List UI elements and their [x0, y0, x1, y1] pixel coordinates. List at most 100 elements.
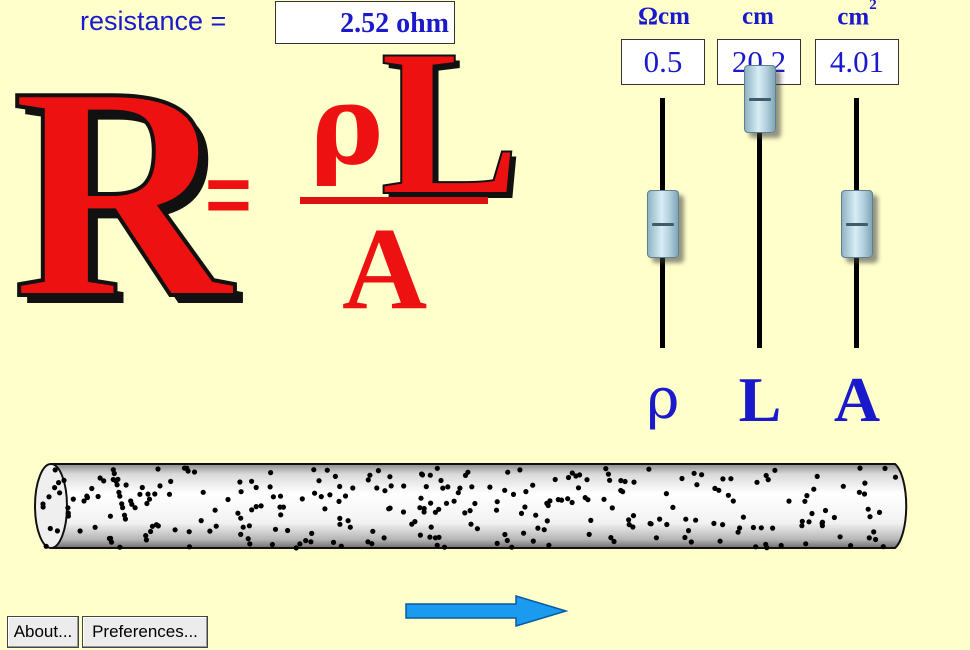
electron-dot	[691, 470, 697, 476]
electron-dot	[653, 535, 660, 541]
electron-dot	[469, 484, 475, 490]
electron-dot	[876, 509, 883, 515]
electron-dot	[92, 524, 98, 530]
electron-dot	[146, 496, 153, 502]
electron-dot	[95, 493, 101, 500]
resistance-value: 2.52 ohm	[275, 1, 455, 44]
slider-area-unit-text: cm	[837, 3, 870, 31]
electron-dot	[212, 507, 218, 513]
electron-dot	[445, 484, 451, 490]
electron-dot	[434, 465, 440, 471]
electron-dot	[455, 490, 461, 496]
electron-dot	[533, 512, 539, 518]
electron-dot	[246, 523, 252, 529]
electron-dot	[238, 515, 244, 521]
electron-dot	[117, 544, 123, 550]
electron-dot	[225, 496, 231, 503]
electron-dot	[737, 525, 743, 531]
electron-dot	[758, 525, 764, 531]
electron-dot	[487, 484, 493, 490]
electron-dot	[822, 507, 829, 514]
electron-dot	[70, 496, 76, 502]
electron-dot	[607, 477, 613, 483]
electron-dot	[322, 506, 328, 512]
electron-dot	[240, 524, 246, 530]
electron-dot	[387, 505, 393, 511]
electron-dot	[81, 498, 87, 504]
electron-dot	[814, 473, 820, 479]
electron-dot	[711, 520, 717, 526]
electron-dot	[763, 541, 769, 547]
electron-dot	[740, 514, 747, 520]
electron-dot	[518, 510, 525, 516]
electron-dot	[871, 529, 877, 535]
electron-dot	[510, 491, 517, 497]
electron-dot	[646, 466, 652, 472]
electron-dot	[699, 472, 705, 478]
formula-equals: =	[205, 150, 252, 239]
electron-dot	[626, 522, 632, 528]
electron-dot	[367, 472, 373, 478]
slider-rho-value: 0.5	[621, 39, 705, 85]
electron-dot	[303, 538, 309, 544]
electron-dot	[530, 482, 536, 488]
electron-dot	[618, 478, 624, 484]
electron-dot	[873, 536, 879, 543]
electron-dot	[663, 491, 670, 497]
electron-dot	[370, 528, 376, 534]
electron-dot	[191, 469, 198, 475]
electron-dot	[332, 473, 338, 479]
electron-dot	[882, 465, 888, 471]
electron-dot	[754, 479, 760, 485]
electron-dot	[308, 539, 314, 545]
electron-dot	[770, 525, 776, 531]
preferences-button[interactable]: Preferences...	[82, 616, 208, 648]
electron-dot	[278, 512, 284, 518]
slider-area-thumb[interactable]	[841, 190, 873, 258]
electron-dot	[799, 518, 805, 524]
electron-dot	[152, 491, 158, 497]
resistance-label: resistance =	[80, 6, 227, 36]
electron-dot	[144, 500, 150, 507]
electron-dot	[106, 535, 112, 542]
electron-dot	[198, 518, 204, 524]
slider-rho-thumb[interactable]	[647, 190, 679, 258]
slider-area-unit-exponent: 2	[869, 0, 877, 13]
electron-dot	[555, 497, 561, 503]
electron-dot	[249, 507, 255, 513]
electron-dot	[809, 510, 815, 517]
electron-dot	[712, 485, 718, 491]
electron-dot	[369, 541, 375, 547]
electron-dot	[148, 528, 154, 535]
electron-dot	[418, 495, 424, 501]
electron-dot	[802, 498, 808, 504]
electron-dot	[316, 478, 322, 484]
electron-dot	[694, 482, 700, 488]
about-button[interactable]: About...	[7, 616, 79, 648]
electron-dot	[293, 545, 299, 551]
electron-dot	[837, 534, 843, 540]
electron-dot	[799, 523, 805, 529]
electron-dot	[630, 524, 636, 530]
electron-dot	[129, 501, 135, 507]
electron-dot	[54, 528, 60, 534]
electron-dot	[730, 498, 736, 504]
electron-dot	[145, 491, 151, 497]
slider-rho-label: ρ	[646, 367, 680, 432]
electron-dot	[409, 521, 415, 527]
electron-dot	[277, 493, 284, 499]
slider-length-track[interactable]	[757, 98, 762, 348]
electron-dot	[867, 514, 873, 520]
electron-dot	[605, 471, 612, 477]
electron-dot	[861, 491, 868, 497]
electron-dot	[382, 488, 388, 494]
electron-dot	[312, 490, 318, 496]
electron-dot	[693, 517, 699, 523]
electron-dot	[387, 474, 393, 480]
formula-a: A	[342, 203, 428, 334]
fraction-line	[300, 197, 488, 204]
electron-dot	[657, 516, 663, 522]
electron-dot	[297, 541, 303, 547]
slider-length-thumb[interactable]	[744, 65, 776, 133]
electron-dot	[342, 493, 349, 499]
